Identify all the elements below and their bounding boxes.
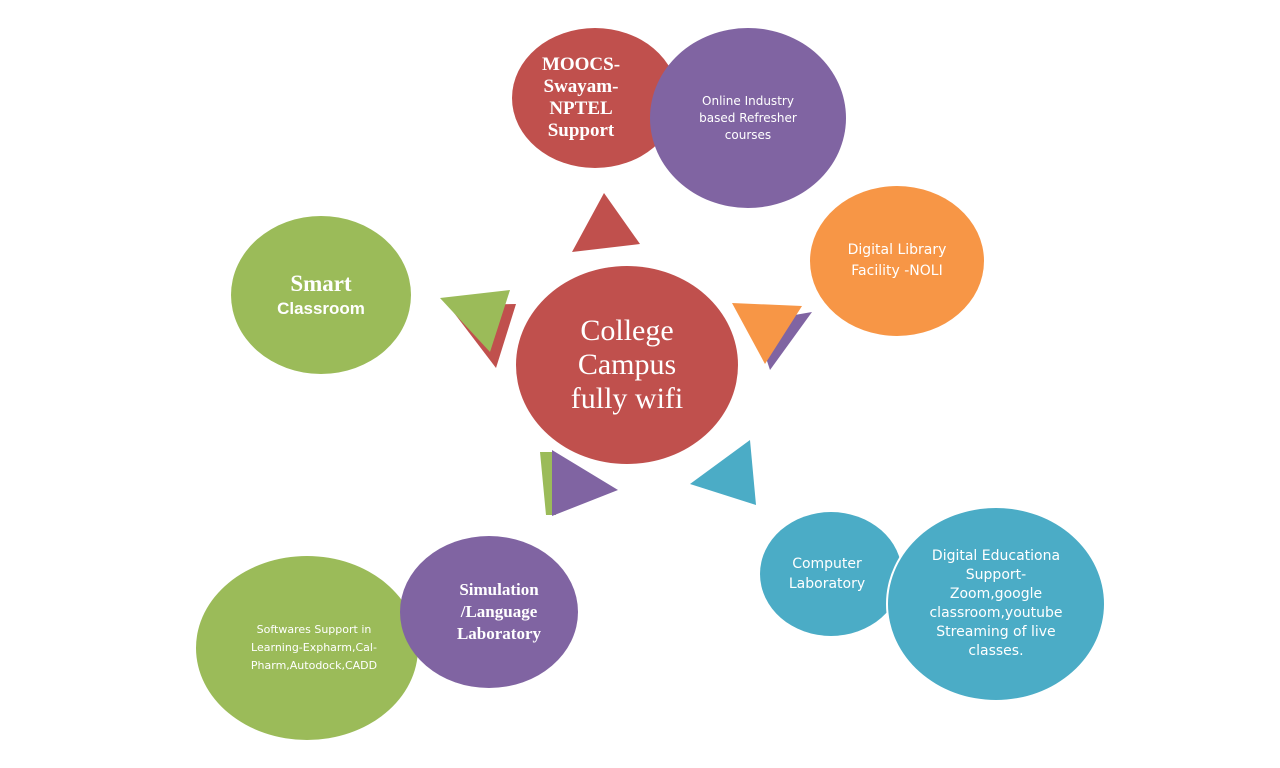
online-courses-circle: Online Industry based Refresher courses bbox=[650, 28, 846, 208]
digital-library-circle: Digital Library Facility -NOLI bbox=[810, 186, 984, 336]
simulation-lab-circle: Simulation /Language Laboratory bbox=[400, 536, 578, 688]
smart-classroom-subtitle: Classroom bbox=[277, 298, 365, 318]
smart-classroom-circle: Smart Classroom bbox=[231, 216, 411, 374]
computer-lab-label: Computer Laboratory bbox=[788, 556, 866, 592]
center-label: College Campus fully wifi bbox=[570, 314, 684, 415]
arrow-top bbox=[572, 193, 640, 252]
computer-lab-circle: Computer Laboratory bbox=[760, 512, 902, 636]
digital-education-circle: Digital Educationa Support- Zoom,google … bbox=[886, 506, 1106, 702]
arrow-right-front bbox=[732, 303, 802, 364]
online-courses-label: Online Industry based Refresher courses bbox=[699, 93, 797, 142]
arrow-bottom-left-front bbox=[552, 450, 618, 516]
softwares-support-label: Softwares Support in Learning-Expharm,Ca… bbox=[250, 623, 378, 672]
center-circle: College Campus fully wifi bbox=[516, 266, 738, 464]
arrow-bottom-right bbox=[690, 440, 756, 505]
digital-library-label: Digital Library Facility -NOLI bbox=[847, 242, 947, 279]
simulation-lab-label: Simulation /Language Laboratory bbox=[456, 580, 542, 643]
moocs-circle: MOOCS- Swayam- NPTEL Support bbox=[512, 28, 678, 168]
softwares-support-circle: Softwares Support in Learning-Expharm,Ca… bbox=[196, 556, 418, 740]
arrow-left-front bbox=[440, 290, 510, 352]
moocs-label: MOOCS- Swayam- NPTEL Support bbox=[541, 54, 621, 141]
smart-classroom-title: Smart bbox=[290, 270, 352, 296]
digital-education-label: Digital Educationa Support- Zoom,google … bbox=[929, 548, 1063, 659]
